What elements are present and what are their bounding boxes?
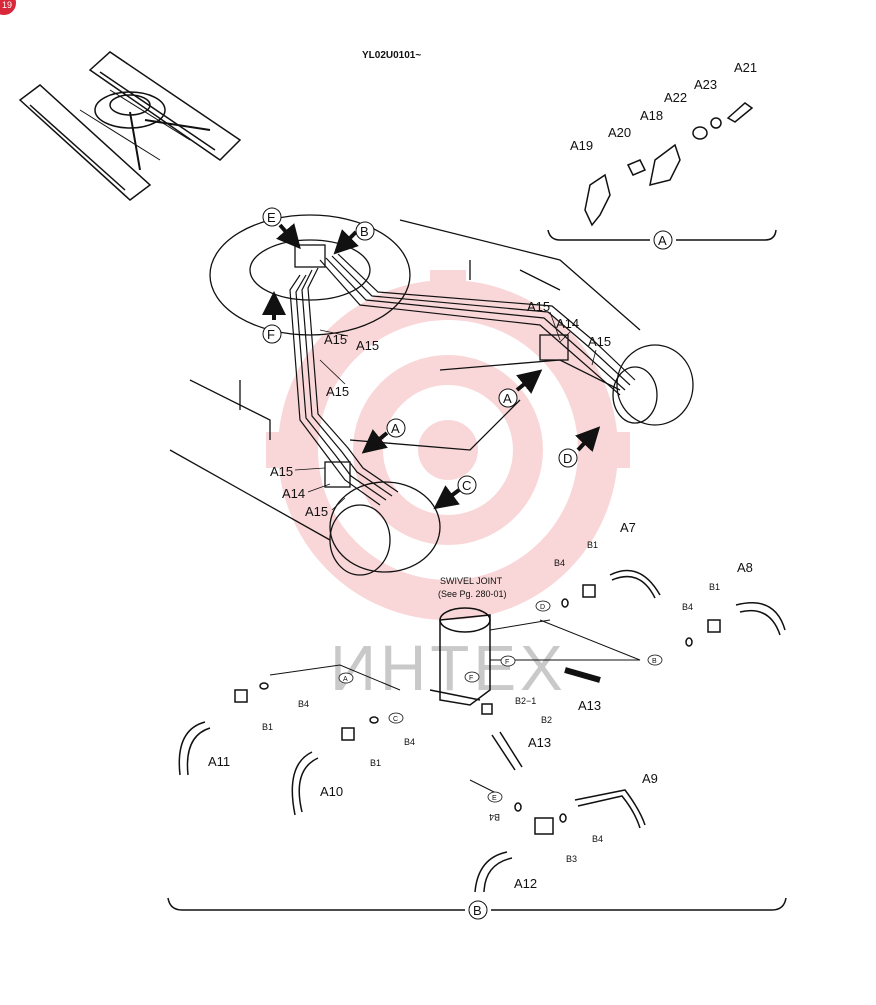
label-b1: B1 <box>370 758 381 768</box>
label-a14: A14 <box>556 316 579 331</box>
label-b3: B3 <box>566 854 577 864</box>
swivel-joint-ref: (See Pg. 280-01) <box>438 589 507 599</box>
model-code: YL02U0101~ <box>362 50 421 61</box>
part-a23-shape <box>710 117 722 129</box>
svg-text:F: F <box>469 675 473 682</box>
main-assembly <box>169 214 694 576</box>
label-b4-rotated: B4 <box>489 812 500 822</box>
svg-text:A: A <box>343 676 348 683</box>
arrow-c: C <box>433 475 477 510</box>
svg-text:19: 19 <box>2 0 12 10</box>
label-b1: B1 <box>262 722 273 732</box>
svg-text:C: C <box>393 716 398 723</box>
swivel-joint-body <box>439 614 491 706</box>
svg-text:E: E <box>492 795 497 802</box>
page-badge: 19 <box>0 0 16 15</box>
undercarriage-thumbnail <box>18 51 242 201</box>
small-circle-labels: A B C D E F F <box>338 600 663 803</box>
label-a13: A13 <box>528 735 551 750</box>
part-a21-shape <box>726 102 754 123</box>
svg-text:A: A <box>503 391 512 406</box>
label-a12: A12 <box>514 876 537 891</box>
label-a15: A15 <box>527 299 550 314</box>
svg-text:E: E <box>267 210 276 225</box>
svg-text:A: A <box>391 421 400 436</box>
label-a21: A21 <box>734 60 757 75</box>
svg-text:F: F <box>505 659 509 666</box>
part-a19-shape <box>584 173 611 227</box>
label-a15: A15 <box>324 332 347 347</box>
label-a9: A9 <box>642 771 658 786</box>
detail-b-circle: B <box>468 900 488 920</box>
label-a23: A23 <box>694 77 717 92</box>
label-b2-1: B2−1 <box>515 696 536 706</box>
main-view-arrows: E B F A A C D <box>262 207 601 510</box>
arrow-f: F <box>262 291 286 344</box>
label-a15: A15 <box>326 384 349 399</box>
arrow-b: B <box>333 221 375 255</box>
svg-text:B: B <box>473 903 482 918</box>
label-a15: A15 <box>305 504 328 519</box>
label-b1: B1 <box>709 582 720 592</box>
main-view-labels: A15 A14 A15 A15 A15 A15 A15 A14 A15 <box>270 299 611 519</box>
label-a20: A20 <box>608 125 631 140</box>
svg-text:B: B <box>360 224 369 239</box>
label-a15: A15 <box>588 334 611 349</box>
label-b1: B1 <box>587 540 598 550</box>
part-a22-shape <box>692 126 708 140</box>
detail-a <box>547 102 777 241</box>
arrow-a-right: A <box>498 369 543 408</box>
label-a13: A13 <box>578 698 601 713</box>
label-b4: B4 <box>592 834 603 844</box>
label-a14: A14 <box>282 486 305 501</box>
detail-b <box>167 565 787 911</box>
part-a20-shape <box>626 159 647 176</box>
part-a18-shape <box>649 143 681 187</box>
detail-a-circle: A <box>653 230 673 250</box>
detail-b-labels: SWIVEL JOINT (See Pg. 280-01) A7 A8 A9 A… <box>208 520 753 920</box>
arrow-a-left: A <box>361 418 406 454</box>
label-a18: A18 <box>640 108 663 123</box>
label-b4: B4 <box>682 602 693 612</box>
detail-a-labels: A19 A20 A18 A22 A23 A21 A <box>570 60 757 250</box>
label-a15: A15 <box>270 464 293 479</box>
svg-text:A: A <box>658 233 667 248</box>
label-a7: A7 <box>620 520 636 535</box>
svg-text:D: D <box>540 604 545 611</box>
svg-text:F: F <box>267 327 275 342</box>
svg-text:C: C <box>462 478 471 493</box>
label-a15: A15 <box>356 338 379 353</box>
svg-text:B: B <box>652 658 657 665</box>
arrow-e: E <box>262 207 301 250</box>
arrow-d: D <box>558 426 601 468</box>
label-b4: B4 <box>404 737 415 747</box>
label-a11: A11 <box>208 754 230 769</box>
label-a8: A8 <box>737 560 753 575</box>
label-a19: A19 <box>570 138 593 153</box>
label-b4: B4 <box>554 558 565 568</box>
label-a22: A22 <box>664 90 687 105</box>
svg-text:D: D <box>563 451 572 466</box>
swivel-joint-title: SWIVEL JOINT <box>440 576 503 586</box>
label-a10: A10 <box>320 784 343 799</box>
watermark-text: ИНТЕХ <box>330 632 567 704</box>
label-b4: B4 <box>298 699 309 709</box>
label-b2: B2 <box>541 715 552 725</box>
